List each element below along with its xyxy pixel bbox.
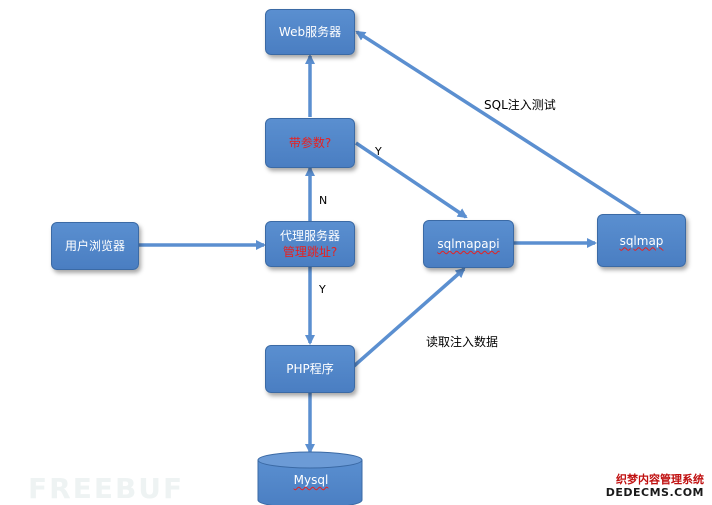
node-sqlmapapi: sqlmapapi xyxy=(423,220,514,268)
edge-label-n: N xyxy=(319,194,328,207)
node-proxy-label: 代理服务器 xyxy=(279,229,340,243)
node-sqlmapapi-label: sqlmapapi xyxy=(437,237,500,251)
arrow-sqlmap-to-web xyxy=(355,30,641,216)
edge-label-read-injection-data: 读取注入数据 xyxy=(426,335,499,349)
node-web-server: Web服务器 xyxy=(265,9,355,55)
node-sqlmap: sqlmap xyxy=(597,214,686,267)
node-has-params: 带参数? xyxy=(265,118,355,168)
node-proxy-sublabel: 管理跳址? xyxy=(282,245,338,259)
arrow-params-to-sqlmapapi xyxy=(355,141,468,219)
watermark-line2: DEDECMS.COM xyxy=(605,486,704,499)
edge-label-sql-injection-test: SQL注入测试 xyxy=(484,98,556,112)
node-php-label: PHP程序 xyxy=(286,362,334,376)
node-proxy: 代理服务器 管理跳址? xyxy=(265,221,355,267)
watermark: 织梦内容管理系统 DEDECMS.COM xyxy=(606,473,704,499)
node-sqlmap-label: sqlmap xyxy=(619,233,664,248)
edge-label-y-sqlmapapi: Y xyxy=(375,145,382,158)
watermark-line1: 织梦内容管理系统 xyxy=(616,473,704,486)
node-web-server-label: Web服务器 xyxy=(278,25,342,39)
arrow-php-to-sqlmapapi xyxy=(352,267,466,368)
node-has-params-label: 带参数? xyxy=(288,136,332,150)
node-mysql xyxy=(257,451,363,505)
node-browser: 用户浏览器 xyxy=(51,222,139,270)
node-mysql-label-wrap: Mysql xyxy=(256,473,366,487)
faint-watermark: FREEBUF xyxy=(28,472,185,505)
edge-label-y-php: Y xyxy=(319,283,326,296)
node-browser-label: 用户浏览器 xyxy=(64,239,125,253)
node-php: PHP程序 xyxy=(265,345,355,393)
node-mysql-label: Mysql xyxy=(293,473,329,487)
